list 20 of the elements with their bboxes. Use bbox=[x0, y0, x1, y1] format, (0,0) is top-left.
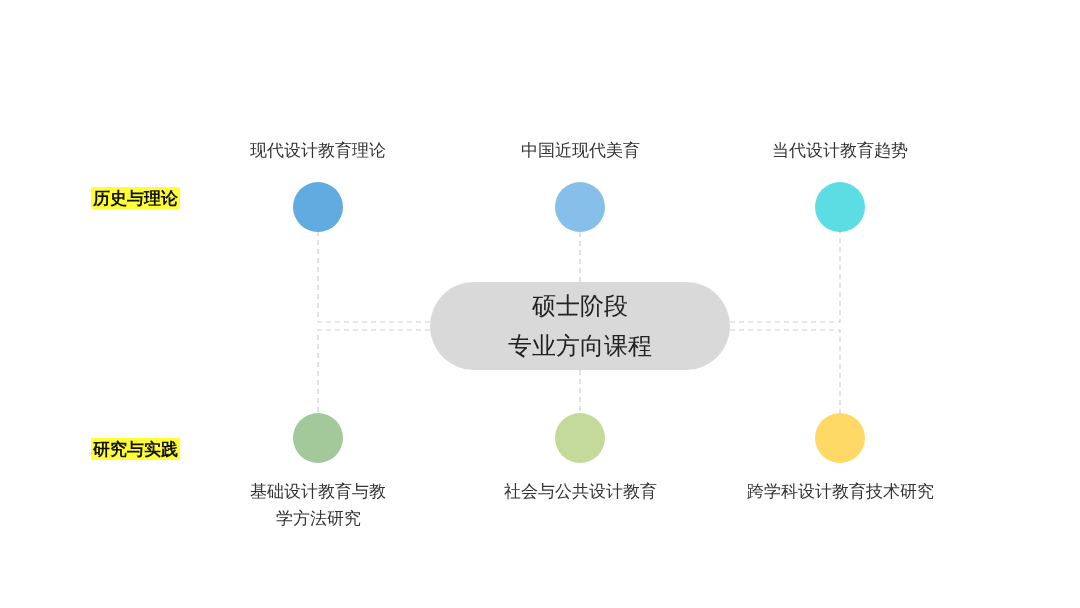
circle-node bbox=[555, 182, 605, 232]
dashed-connector bbox=[729, 329, 841, 414]
highlighted-label: 研究与实践 bbox=[91, 438, 180, 460]
circle-node bbox=[293, 182, 343, 232]
node-title: 专业方向课程 bbox=[508, 331, 652, 362]
node-caption: 跨学科设计教育技术研究 bbox=[746, 480, 934, 503]
circle-node bbox=[293, 413, 343, 463]
highlighted-label: 历史与理论 bbox=[91, 187, 180, 209]
node-caption: 现代设计教育理论 bbox=[250, 139, 386, 162]
node-caption: 当代设计教育趋势 bbox=[772, 139, 908, 162]
node-caption: 基础设计教育与教学方法研究 bbox=[249, 480, 387, 530]
dashed-connector bbox=[729, 231, 841, 323]
node-caption: 社会与公共设计教育 bbox=[503, 480, 657, 503]
dashed-connector bbox=[317, 329, 431, 414]
node-title: 硕士阶段 bbox=[532, 291, 628, 322]
circle-node bbox=[555, 413, 605, 463]
node-caption: 中国近现代美育 bbox=[520, 139, 640, 162]
circle-node bbox=[815, 413, 865, 463]
dashed-connector bbox=[317, 231, 431, 323]
circle-node bbox=[815, 182, 865, 232]
